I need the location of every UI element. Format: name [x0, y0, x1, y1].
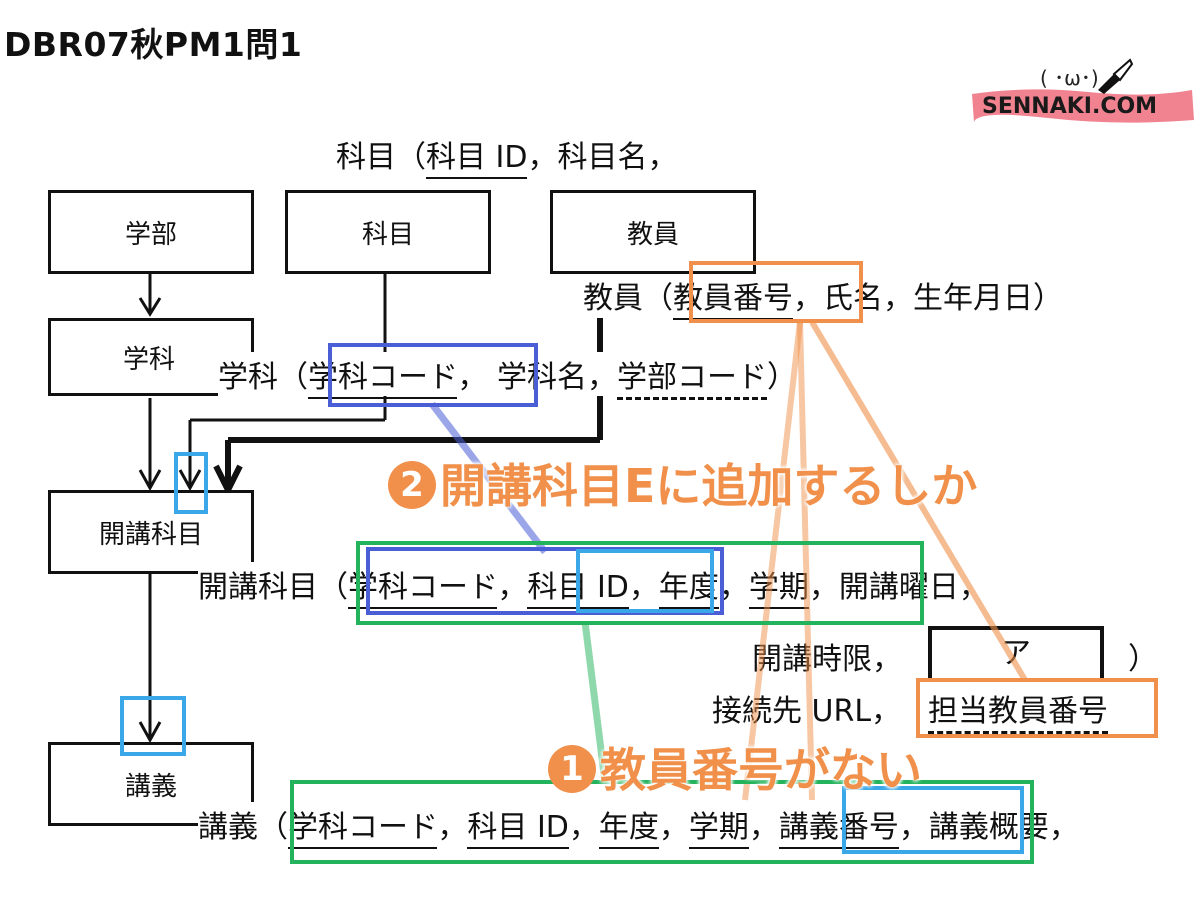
schema-kyoin-name: 教員（ — [583, 281, 673, 316]
schema-kogi-name: 講義（ — [198, 810, 288, 845]
schema-kogi-k1: 学科コード — [288, 810, 438, 849]
schema-gakka-close: ） — [766, 360, 797, 395]
brush-icon — [1098, 58, 1134, 94]
schema-kyoin-rest: ，氏名，生年月日） — [793, 281, 1063, 316]
logo-brush-stroke — [972, 89, 1194, 123]
callout-1-number: 1 — [548, 745, 596, 793]
schema-kaiko-sep1: ， — [497, 570, 528, 605]
schema-kaiko-line2: 開講時限， — [752, 634, 902, 678]
schema-gakka: 学科（学科コード， 学科名，学部コード） — [218, 352, 803, 400]
entity-gakka-label: 学科 — [123, 344, 176, 375]
highlight-kogi-key — [842, 786, 1024, 854]
schema-kogi-sep3: ， — [658, 810, 689, 845]
schema-kamoku-name: 科目（ — [336, 140, 426, 175]
schema-kaiko-fk: 担当教員番号 — [928, 694, 1108, 734]
schema-kaiko-k1: 学科コード — [348, 570, 498, 609]
schema-kamoku-rest: ，科目名， — [527, 140, 678, 175]
schema-kaiko-k3: 年度 — [658, 570, 719, 609]
schema-kogi-k4: 学期 — [688, 810, 749, 849]
highlight-kyoin-key — [689, 261, 863, 323]
entity-kamoku-label: 科目 — [361, 219, 414, 250]
schema-kyoin-key: 教員番号 — [673, 281, 793, 320]
blank-a-box: ア — [928, 626, 1104, 678]
entity-gakubu-label: 学部 — [124, 219, 177, 250]
highlight-gakka-key — [328, 343, 538, 407]
callout-2-text: 開講科目Eに追加するしか — [440, 459, 978, 513]
blank-a-label: ア — [1001, 636, 1031, 671]
schema-gakka-fk: 学部コード — [616, 360, 767, 400]
logo-face: ( ･ω･) — [1040, 66, 1099, 90]
callout-2-number: 2 — [388, 461, 436, 509]
schema-kogi-k5: 講義番号 — [778, 810, 899, 849]
highlight-kaiko-kamoku — [576, 549, 714, 613]
schema-kaiko-line3a: 接続先 URL， — [712, 694, 902, 729]
schema-kogi-rest: ，講義概要， — [898, 810, 1079, 845]
entity-gakubu: 学部 — [48, 190, 254, 274]
schema-kaiko-line3: 接続先 URL， — [712, 686, 901, 730]
schema-gakka-sep: ， — [457, 360, 488, 395]
schema-kogi-sep2: ， — [568, 810, 599, 845]
schema-kaiko-name: 開講科目（ — [198, 570, 348, 605]
entity-kogi-label: 講義 — [124, 771, 177, 802]
schema-kamoku: 科目（科目 ID，科目名， — [336, 132, 678, 179]
schema-kogi-sep1: ， — [437, 810, 468, 845]
page-title: DBR07秋PM1問1 — [4, 25, 303, 64]
entity-kyoin: 教員 — [550, 190, 756, 274]
schema-gakka-name2: 学科名， — [496, 360, 617, 395]
schema-kaiko-fk-wrap: 担当教員番号 — [928, 686, 1108, 734]
schema-kaiko-line2a: 開講時限， — [752, 642, 902, 677]
schema-kogi-k2: 科目 ID — [467, 810, 569, 849]
schema-kaiko-close: ） — [1128, 634, 1158, 678]
schema-kogi-sep4: ， — [748, 810, 779, 845]
logo-text: SENNAKI.COM — [982, 94, 1158, 119]
schema-kogi-k3: 年度 — [598, 810, 659, 849]
highlight-arrow-kaiko — [174, 452, 208, 514]
entity-kaiko-kamoku-label: 開講科目 — [98, 519, 203, 550]
schema-kyoin: 教員（教員番号，氏名，生年月日） — [583, 273, 1063, 320]
schema-gakka-name: 学科（ — [218, 360, 308, 395]
schema-gakka-key: 学科コード — [308, 360, 458, 399]
highlight-kaiko-fk — [916, 678, 1158, 738]
entity-kyoin-label: 教員 — [626, 219, 679, 250]
callout-1-text: 教員番号がない — [600, 743, 922, 797]
schema-kamoku-key: 科目 ID — [426, 140, 528, 179]
entity-kamoku: 科目 — [285, 190, 491, 274]
highlight-arrow-kogi — [120, 696, 186, 756]
schema-kaiko-sep2: ， — [628, 570, 659, 605]
highlight-kogi-pk — [290, 780, 1034, 864]
entity-kaiko-kamoku: 開講科目 — [48, 490, 254, 574]
schema-kogi: 講義（学科コード，科目 ID，年度，学期，講義番号，講義概要， — [198, 802, 1079, 849]
schema-kaiko-line2b: ） — [1128, 642, 1158, 677]
